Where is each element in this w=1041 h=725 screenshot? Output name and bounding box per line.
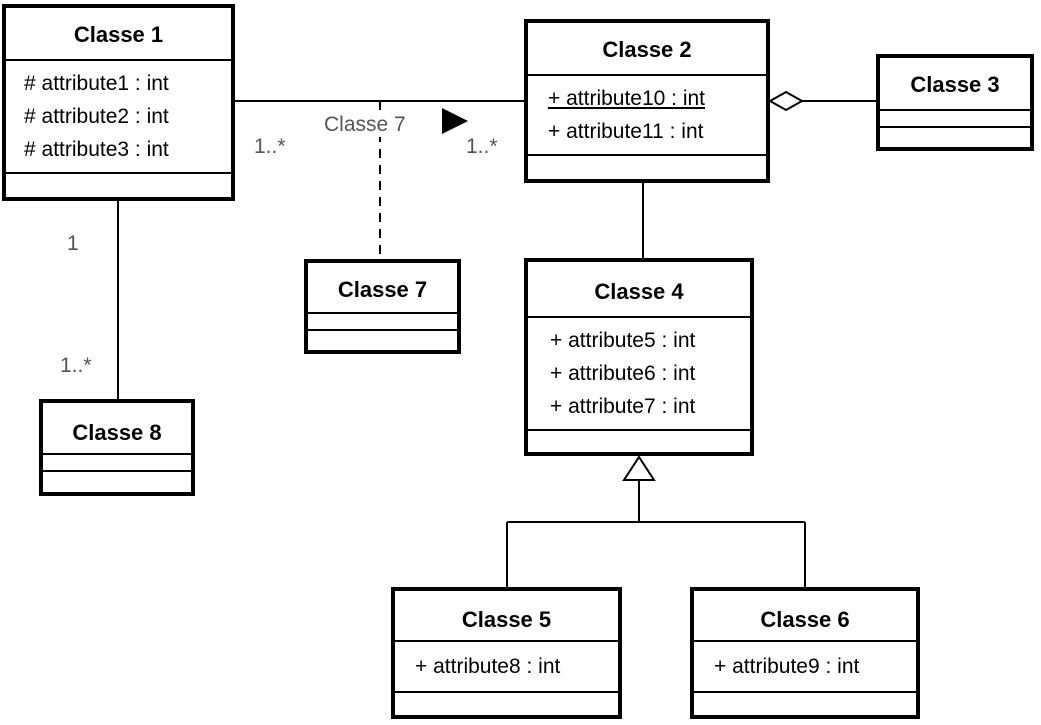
class-box-classe6[interactable]: Classe 6 + attribute9 : int bbox=[690, 587, 920, 719]
class-name: Classe 3 bbox=[880, 58, 1030, 111]
attribute: + attribute8 : int bbox=[415, 655, 561, 678]
multiplicity-c1-c2-source: 1..* bbox=[254, 135, 286, 158]
attributes-compartment: + attribute8 : int bbox=[395, 642, 618, 693]
attribute: + attribute5 : int bbox=[550, 329, 696, 352]
attributes-compartment bbox=[308, 314, 457, 331]
class-name: Classe 8 bbox=[43, 403, 191, 455]
attributes-compartment: + attribute10 : int + attribute11 : int bbox=[528, 76, 766, 156]
attribute: # attribute3 : int bbox=[24, 138, 169, 161]
hollow-diamond-icon bbox=[767, 90, 805, 112]
attributes-compartment: + attribute5 : int + attribute6 : int + … bbox=[528, 318, 750, 431]
filled-triangle-right-icon bbox=[442, 108, 468, 134]
class-box-classe8[interactable]: Classe 8 bbox=[39, 399, 195, 496]
class-box-classe3[interactable]: Classe 3 bbox=[876, 54, 1034, 151]
association-name-label: Classe 7 bbox=[324, 113, 406, 137]
hollow-triangle-up-icon bbox=[622, 455, 656, 481]
attribute: + attribute11 : int bbox=[548, 120, 704, 143]
class-name: Classe 7 bbox=[308, 263, 457, 314]
class-name: Classe 4 bbox=[528, 262, 750, 318]
attribute: # attribute2 : int bbox=[24, 105, 169, 128]
class-name: Classe 5 bbox=[395, 591, 618, 642]
multiplicity-c1-c8-target: 1..* bbox=[60, 354, 92, 377]
attributes-compartment bbox=[880, 111, 1030, 128]
class-box-classe2[interactable]: Classe 2 + attribute10 : int + attribute… bbox=[524, 19, 770, 183]
attribute: # attribute1 : int bbox=[24, 72, 169, 95]
attributes-compartment bbox=[43, 455, 191, 472]
attribute-static: + attribute10 : int bbox=[548, 87, 706, 110]
class-name: Classe 6 bbox=[694, 591, 916, 642]
multiplicity-c1-c8-source: 1 bbox=[67, 232, 79, 255]
multiplicity-c1-c2-target: 1..* bbox=[466, 135, 498, 158]
class-name: Classe 2 bbox=[528, 23, 766, 76]
attribute: + attribute7 : int bbox=[550, 395, 696, 418]
attribute: + attribute6 : int bbox=[550, 362, 696, 385]
class-box-classe7[interactable]: Classe 7 bbox=[304, 259, 461, 354]
attribute: + attribute9 : int bbox=[714, 655, 860, 678]
attributes-compartment: + attribute9 : int bbox=[694, 642, 916, 693]
class-box-classe1[interactable]: Classe 1 # attribute1 : int # attribute2… bbox=[2, 4, 235, 201]
class-box-classe4[interactable]: Classe 4 + attribute5 : int + attribute6… bbox=[524, 258, 754, 456]
attributes-compartment: # attribute1 : int # attribute2 : int # … bbox=[6, 61, 231, 174]
class-box-classe5[interactable]: Classe 5 + attribute8 : int bbox=[391, 587, 622, 719]
class-name: Classe 1 bbox=[6, 8, 231, 61]
